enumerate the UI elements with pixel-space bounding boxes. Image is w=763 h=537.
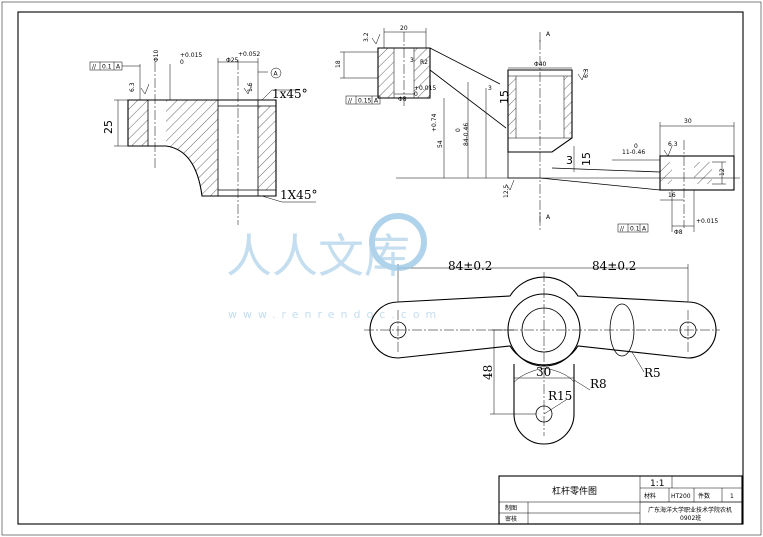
dim-25: 25	[102, 120, 115, 134]
bore-big-tol: +0.052	[238, 51, 260, 58]
watermark-brand: 人人文库	[226, 229, 410, 283]
svg-text://: //	[620, 226, 625, 233]
svg-text://: //	[92, 64, 97, 71]
dim-48: 48	[481, 365, 495, 380]
dim-r8: R8	[590, 377, 607, 391]
svg-text:12.5: 12.5	[503, 184, 510, 198]
dim-30: 30	[684, 118, 692, 125]
svg-text:材料: 材料	[644, 492, 656, 500]
dim-54: 54	[437, 140, 444, 148]
watermark: 人人文库 www.renrendoc.com	[226, 213, 442, 321]
svg-text:6.3: 6.3	[129, 82, 136, 92]
svg-text:+0.74: +0.74	[431, 113, 438, 132]
geo-tol-2: 0.1	[630, 226, 640, 233]
svg-text:A: A	[642, 226, 647, 233]
dim-30-front: 30	[536, 365, 551, 379]
front-view: 84±0.2 84±0.2 48 30 R15 R8 R5	[364, 259, 720, 445]
svg-text:件数: 件数	[698, 492, 710, 500]
svg-text:0: 0	[414, 91, 418, 98]
svg-text:6.3: 6.3	[668, 141, 678, 148]
section-view: 20 18 3 R2 A A Φ	[335, 25, 740, 236]
bore-small-tol: +0.015	[180, 52, 202, 59]
dim-15-top: 15	[498, 90, 511, 104]
school: 广东海洋大学职业技术学院农机	[648, 506, 732, 514]
drawing-title: 杠杆零件图	[552, 485, 597, 497]
drawing-border-inner	[17, 11, 744, 525]
geo-tol-value: 0.1	[102, 64, 112, 71]
dim-84: 84-0.46	[463, 123, 470, 146]
svg-text:A: A	[116, 64, 121, 71]
geo-tol-1: 0.15	[358, 98, 372, 105]
dia-8: Φ8	[398, 96, 407, 103]
section-label-bottom: A	[546, 214, 551, 221]
chamfer-bottom: 1X45°	[280, 188, 317, 202]
svg-text:6.3: 6.3	[583, 68, 590, 78]
svg-text:18: 18	[335, 60, 342, 68]
material: HT200	[671, 493, 691, 500]
dim-84-right: 84±0.2	[592, 259, 636, 273]
svg-text:审核: 审核	[505, 515, 517, 523]
datum-a: A	[274, 71, 279, 78]
svg-text:0: 0	[634, 143, 638, 150]
svg-text:A: A	[374, 98, 379, 105]
svg-text:3: 3	[488, 85, 492, 92]
dim-20: 20	[400, 25, 408, 32]
svg-text:3: 3	[410, 57, 414, 64]
left-view: 25 Φ10 +0.015 0 Φ25 +0.052 A // 0.1 A 6.…	[89, 49, 317, 225]
watermark-url: www.renrendoc.com	[228, 308, 442, 321]
dia-8b: Φ8	[674, 229, 683, 236]
dim-11: 11-0.46	[622, 149, 645, 156]
dim-r5: R5	[644, 366, 661, 380]
quantity: 1	[730, 493, 734, 500]
svg-text:1.6: 1.6	[247, 82, 254, 92]
chamfer-top: 1x45°	[272, 87, 308, 101]
dim-84-left: 84±0.2	[448, 259, 492, 273]
dim-r15: R15	[548, 389, 572, 403]
class: 0902班	[680, 514, 701, 522]
svg-text:3.2: 3.2	[363, 32, 370, 42]
svg-text:R2: R2	[420, 59, 428, 66]
svg-text:0: 0	[455, 128, 462, 132]
section-label-top: A	[546, 31, 551, 38]
dim-15-bottom: 15	[580, 152, 593, 166]
bore-big: Φ25	[226, 57, 239, 64]
svg-text:制图: 制图	[505, 504, 517, 512]
bore-small: Φ10	[153, 49, 160, 62]
svg-text:+0.015: +0.015	[696, 218, 718, 225]
scale: 1:1	[650, 479, 664, 489]
dim-12: 12	[719, 168, 726, 176]
dia-40: Φ40	[534, 61, 547, 68]
title-block: 杠杆零件图 1:1 材料 HT200 件数 1 制图 审核 广东海洋大学职业技术…	[498, 475, 743, 525]
svg-text://: //	[348, 98, 353, 105]
dia-8-tol: +0.015	[414, 85, 436, 92]
svg-text:0: 0	[180, 59, 184, 66]
dim-3-bottom: 3	[566, 154, 573, 167]
